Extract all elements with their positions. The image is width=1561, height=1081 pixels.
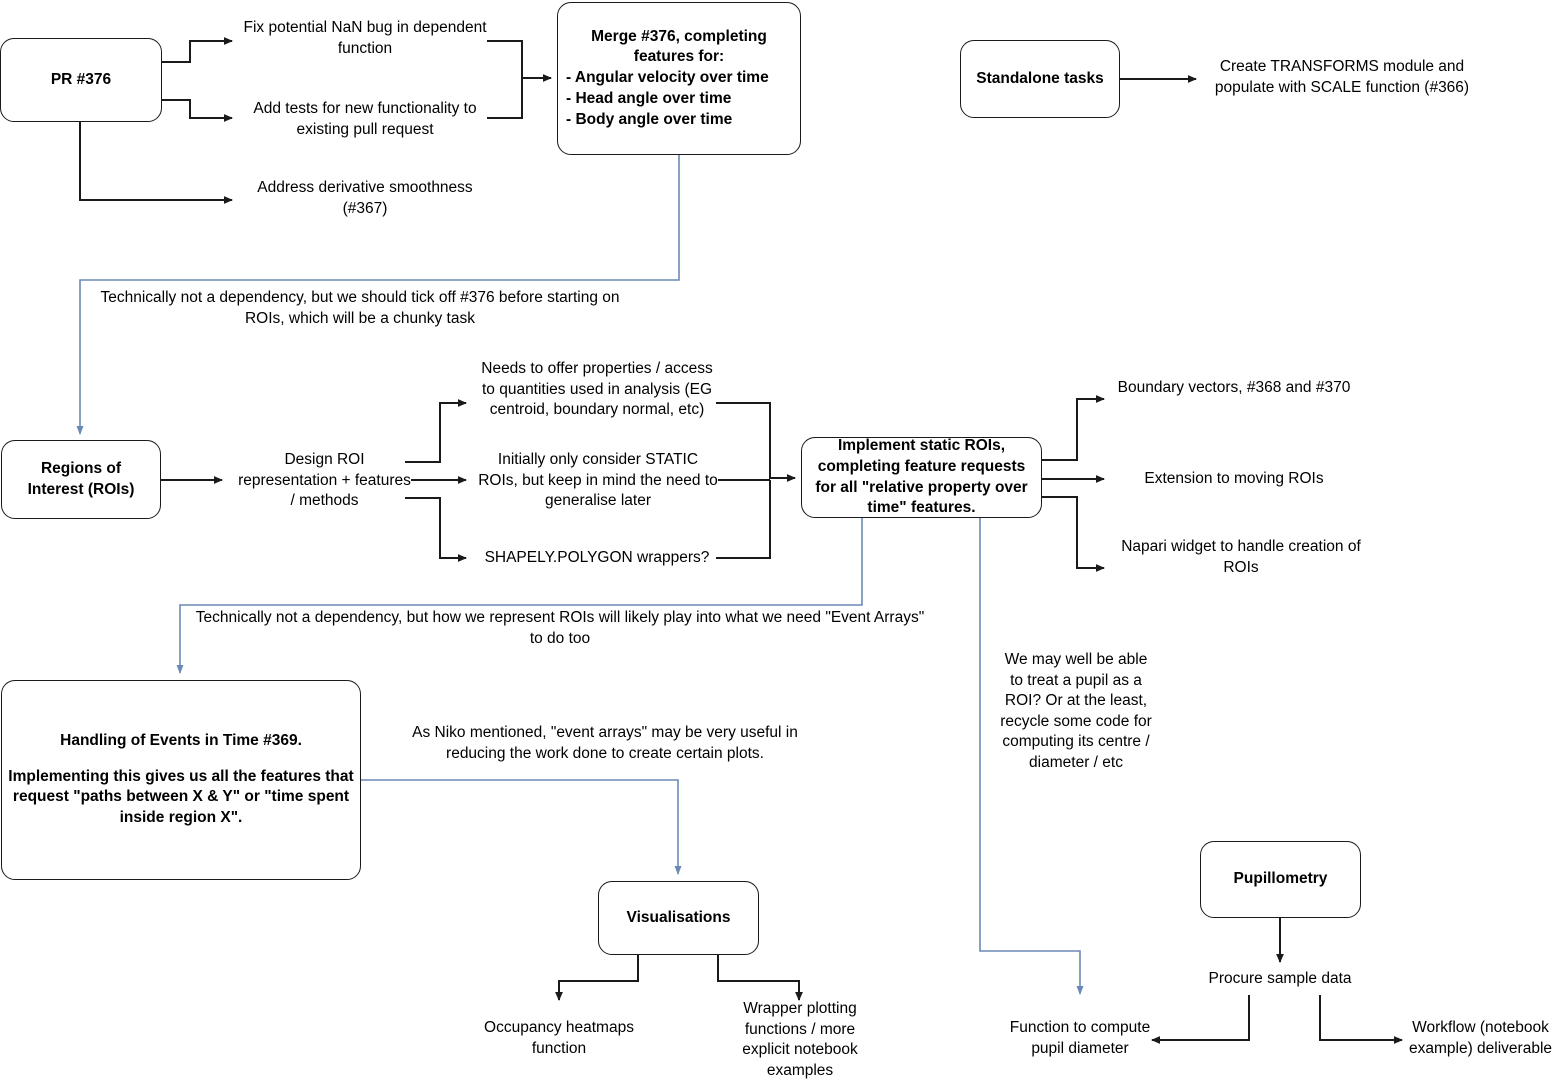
node-merge-376-item-0: - Angular velocity over time xyxy=(566,69,769,87)
node-handling-events-title: Handling of Events in Time #369. xyxy=(60,732,302,750)
node-pupillometry-label: Pupillometry xyxy=(1233,870,1328,888)
label-shapely-wrappers: SHAPELY.POLYGON wrappers? xyxy=(484,549,710,566)
label-wrapper-plotting: Wrapper plotting functions / more explic… xyxy=(742,1000,858,1079)
node-standalone-tasks-label: Standalone tasks xyxy=(976,69,1104,87)
edge-events-to-visualisations-dependency xyxy=(361,779,682,875)
node-handling-events-content: Handling of Events in Time #369. Impleme… xyxy=(6,731,356,829)
edge-pr376-to-add-tests xyxy=(162,99,233,122)
node-merge-376-item-2: - Body angle over time xyxy=(566,110,733,128)
node-pr-376[interactable]: PR #376 xyxy=(0,38,162,122)
edge-design-to-properties xyxy=(405,399,467,463)
node-merge-376-content: Merge #376, completing features for: - A… xyxy=(566,27,792,131)
label-workflow-deliverable: Workflow (notebook example) deliverable xyxy=(1408,1019,1553,1057)
label-create-transforms: Create TRANSFORMS module and populate wi… xyxy=(1214,58,1470,96)
edge-subtasks-to-implement xyxy=(716,402,796,482)
label-design-roi: Design ROI representation + features / m… xyxy=(238,451,411,510)
node-standalone-tasks[interactable]: Standalone tasks xyxy=(960,40,1120,118)
edge-vis-to-wrappers xyxy=(717,955,803,1001)
edge-implement-to-events-dependency xyxy=(176,518,863,674)
edge-implement-to-boundary xyxy=(1041,395,1105,461)
edge-pr376-to-fix-nan xyxy=(162,37,233,63)
spacer xyxy=(6,752,356,767)
node-regions-of-interest-label: Regions of Interest (ROIs) xyxy=(27,459,135,498)
label-address-derivative: Address derivative smoothness (#367) xyxy=(257,179,473,217)
label-procure-sample-data: Procure sample data xyxy=(1208,970,1352,987)
note-rois-event-arrays: Technically not a dependency, but how we… xyxy=(195,609,925,647)
label-boundary-vectors: Boundary vectors, #368 and #370 xyxy=(1117,379,1351,396)
label-occupancy-heatmaps: Occupancy heatmaps function xyxy=(484,1019,634,1057)
node-pupillometry[interactable]: Pupillometry xyxy=(1200,841,1361,918)
label-needs-properties: Needs to offer properties / access to qu… xyxy=(481,360,713,419)
node-pr-376-label: PR #376 xyxy=(50,70,112,88)
label-add-tests: Add tests for new functionality to exist… xyxy=(253,100,477,138)
note-event-arrays-plots: As Niko mentioned, "event arrays" may be… xyxy=(412,724,798,762)
node-handling-events-body: Implementing this gives us all the featu… xyxy=(8,767,354,827)
node-visualisations-label: Visualisations xyxy=(626,908,731,926)
note-pupil-as-roi: We may well be able to treat a pupil as … xyxy=(1000,651,1152,772)
edge-add-tests-join xyxy=(487,78,523,119)
label-static-rois-first: Initially only consider STATIC ROIs, but… xyxy=(478,451,718,510)
label-fix-nan-bug: Fix potential NaN bug in dependent funct… xyxy=(243,19,487,57)
node-implement-static-rois[interactable]: Implement static ROIs, completing featur… xyxy=(801,437,1042,518)
edge-procure-to-diameter xyxy=(1151,995,1250,1044)
edge-design-to-shapely xyxy=(405,497,467,562)
node-regions-of-interest[interactable]: Regions of Interest (ROIs) xyxy=(1,440,161,519)
label-moving-rois: Extension to moving ROIs xyxy=(1144,470,1324,487)
edge-pr376-to-derivative xyxy=(79,122,233,204)
edge-procure-to-workflow xyxy=(1319,995,1403,1044)
edge-implement-to-napari xyxy=(1041,496,1105,572)
node-implement-static-rois-label: Implement static ROIs, completing featur… xyxy=(815,436,1028,517)
edge-tasks-to-merge376 xyxy=(487,40,552,82)
note-376-before-rois: Technically not a dependency, but we sho… xyxy=(100,289,620,327)
node-merge-376-item-1: - Head angle over time xyxy=(566,89,732,107)
edge-shapely-join xyxy=(716,480,771,559)
node-merge-376-heading: Merge #376, completing features for: xyxy=(591,27,767,66)
label-napari-widget: Napari widget to handle creation of ROIs xyxy=(1121,538,1361,576)
label-compute-pupil-diameter: Function to compute pupil diameter xyxy=(1009,1019,1151,1057)
edge-vis-to-heatmaps xyxy=(555,955,639,1001)
node-merge-376[interactable]: Merge #376, completing features for: - A… xyxy=(557,2,801,155)
node-handling-events[interactable]: Handling of Events in Time #369. Impleme… xyxy=(1,680,361,880)
node-visualisations[interactable]: Visualisations xyxy=(598,881,759,955)
